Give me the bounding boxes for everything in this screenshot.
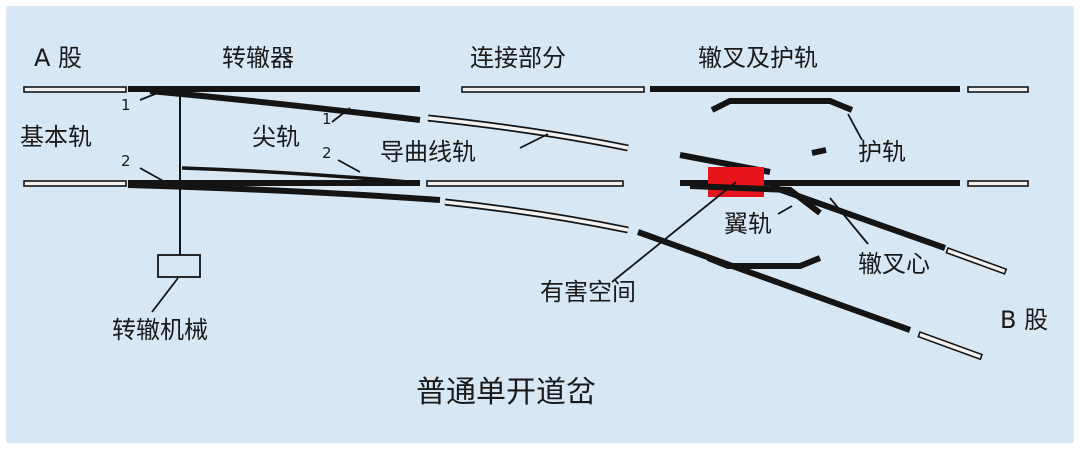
leader-lines [139,91,869,313]
closure-rail-diverging-b [636,229,912,333]
guard-rail-flare [811,147,827,156]
label-b-track: B 股 [1000,306,1048,334]
rail-joint-segment [23,180,127,187]
marker-point-2: 2 [322,144,332,162]
lead-curve-rails [427,114,629,234]
marker-stock-2: 2 [121,152,131,170]
leader-line-hazard [611,181,737,283]
lead-curve-rail-outer-fill [427,116,629,150]
label-switch-machine: 转辙机械 [112,316,208,344]
rail-joint-segment [461,86,645,93]
marker-stock-1: 1 [121,96,131,114]
switch-machine-box [157,254,201,278]
label-stock-rail: 基本轨 [20,123,92,151]
rail-joint-segment [967,86,1029,93]
label-connecting: 连接部分 [470,44,566,72]
leader-line-lead-curve [519,133,549,149]
diagram-background [6,6,1074,443]
rail-joint-segment [23,86,127,93]
label-a-track: A 股 [34,44,82,72]
frog-point-diverging [768,183,947,251]
rail-joint-segment [917,330,984,361]
leader-line-guard-rail [847,113,863,141]
rail-joint-segment [967,180,1029,187]
label-frog-guard: 辙叉及护轨 [698,44,818,72]
label-lead-curve: 导曲线轨 [380,138,476,166]
marker-point-1: 1 [322,110,332,128]
label-point-rail: 尖轨 [252,123,300,151]
lead-curve-rail-inner-fill [444,200,629,232]
upper-straight-rail [23,86,1029,93]
label-frog-core: 辙叉心 [858,250,930,278]
point-rails [127,88,441,203]
label-switch: 转辙器 [222,44,294,72]
label-hazard-space: 有害空间 [540,278,636,306]
guard-rails [706,98,854,269]
leader-line-wing-rail [777,205,793,215]
leader-line-switch-machine [151,277,179,313]
switch-machine [157,89,201,278]
label-guard-rail: 护轨 [858,138,906,166]
label-wing-rail: 翼轨 [724,210,772,238]
point-rail-straight [181,166,421,185]
leader-line-point-1 [331,107,351,123]
frog-assembly [689,167,1008,275]
leader-line-frog-core [829,197,869,245]
guard-rail-upper [710,98,854,113]
point-rail-curved [149,88,421,123]
diverging-stock-rail [127,182,441,203]
leader-line-stock-1 [139,91,161,101]
rail-joint-segment [945,246,1008,275]
diagram-title: 普通单开道岔 [416,375,596,410]
labels: A 股 转辙器 连接部分 辙叉及护轨 基本轨 1 2 尖轨 1 2 导曲线轨 护… [20,44,1048,410]
leader-line-point-2 [337,159,361,173]
closure-rails [636,152,984,361]
rail-joint-segment [426,180,624,187]
leader-line-stock-2 [139,167,166,183]
guard-rail-lower [706,255,822,269]
